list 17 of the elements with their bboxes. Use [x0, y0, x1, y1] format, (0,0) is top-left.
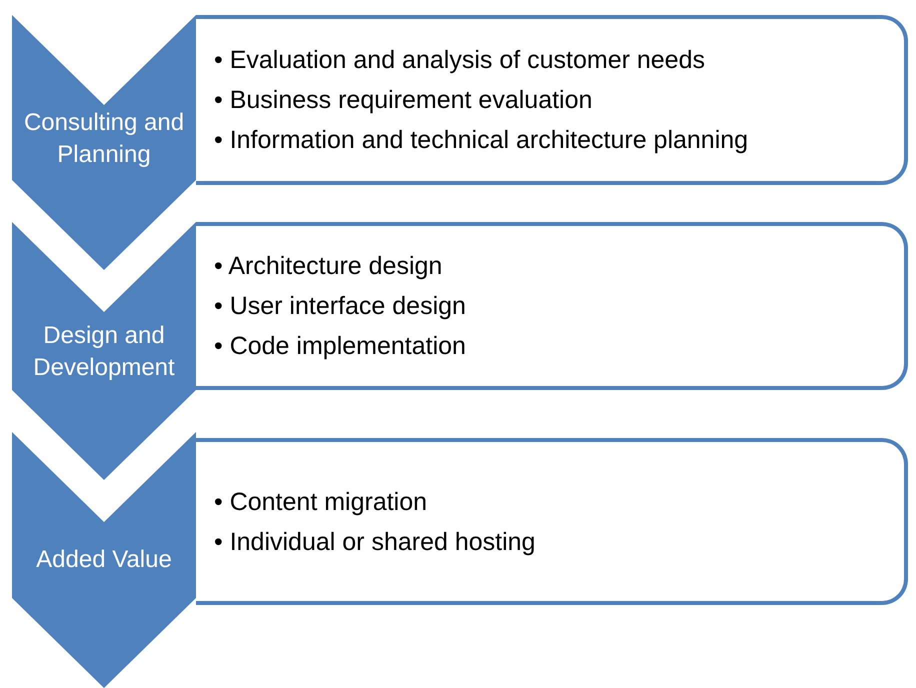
content-panel	[196, 15, 908, 185]
bullet-item: • Architecture design	[214, 251, 444, 282]
content-panel	[196, 438, 908, 605]
chevron-step	[12, 222, 196, 480]
step-label: Design and Development	[32, 321, 176, 383]
bullet-item: • Information and technical architecture planning	[214, 125, 748, 156]
bullet-item: • Content migration	[214, 486, 428, 518]
bullet-item: • Evaluation and analysis of customer needs	[214, 45, 706, 76]
step-label: Consulting and Planning	[22, 108, 186, 170]
chevron-step	[12, 432, 196, 688]
bullet-item: • Code implementation	[214, 331, 466, 362]
bullet-item: • Business requirement evaluation	[214, 85, 594, 116]
bullet-item: • User interface design	[214, 291, 466, 322]
step-label: Added Value	[35, 545, 173, 575]
chevron-step	[12, 15, 196, 270]
bullet-item: • Individual or shared hosting	[214, 526, 536, 558]
content-panel	[196, 222, 908, 390]
